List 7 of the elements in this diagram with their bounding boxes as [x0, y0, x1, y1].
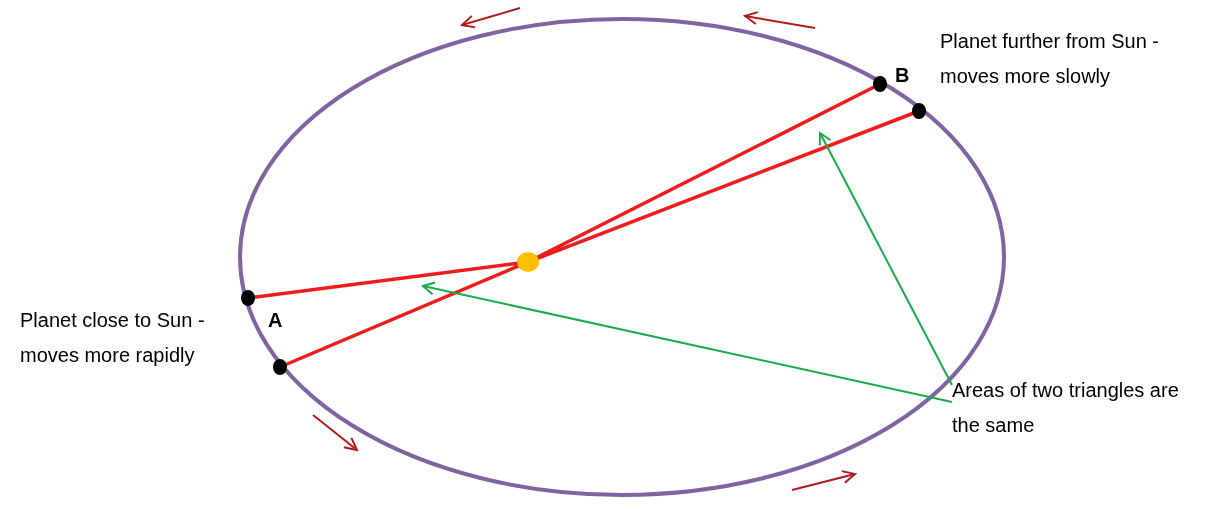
annotation-text: Areas of two triangles are the same — [952, 378, 1180, 438]
planet-caption: Planet further from Sun - moves more slowly — [940, 29, 1160, 89]
leader-arrow — [422, 281, 953, 403]
leader-arrow — [818, 132, 953, 386]
point-letter: B — [895, 63, 910, 88]
planet-caption: Planet close to Sun - moves more rapidly — [20, 308, 206, 368]
point-letter: A — [268, 308, 283, 333]
